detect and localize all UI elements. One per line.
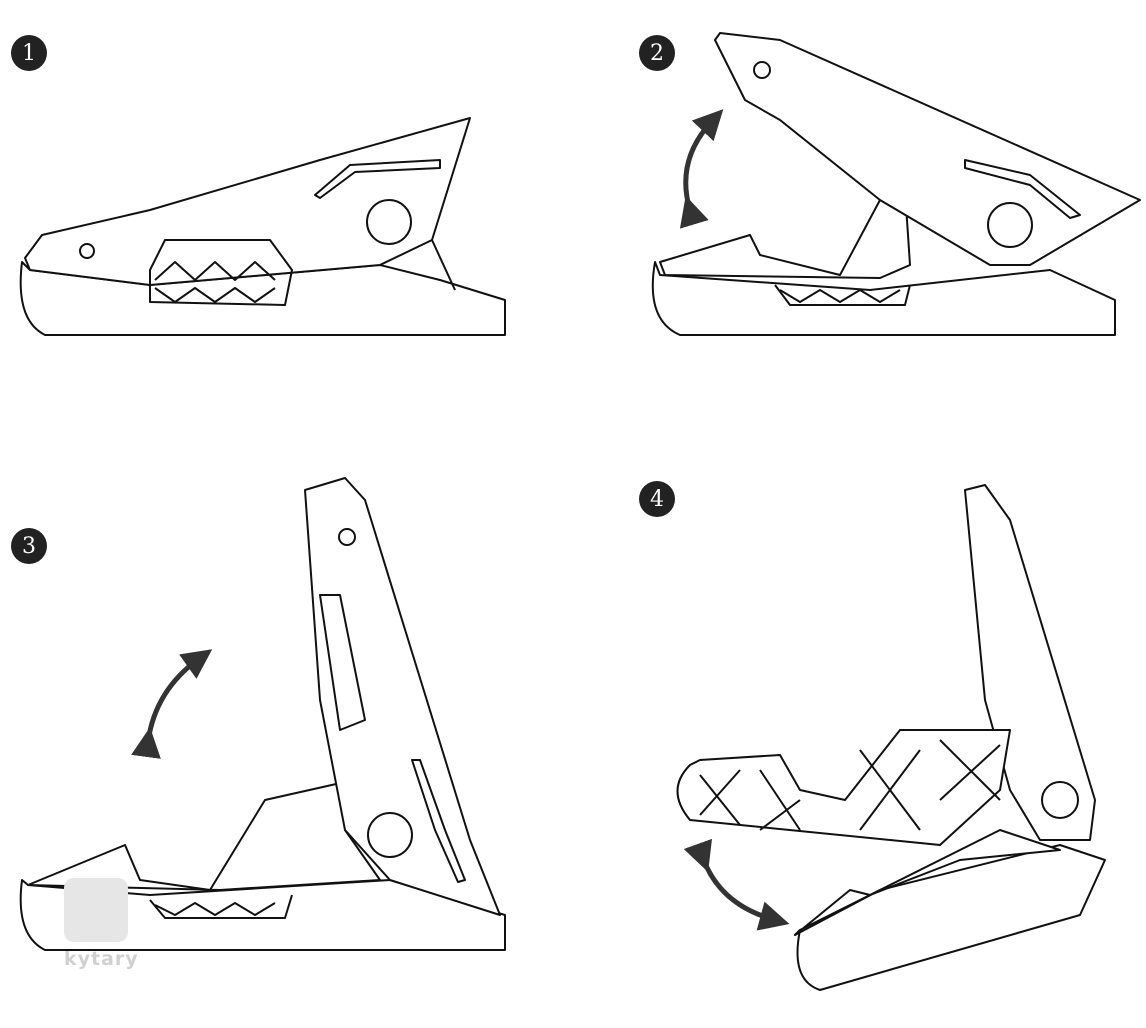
step-1-badge: 1 <box>11 35 47 71</box>
clamp-upright <box>19 477 506 951</box>
step-2-badge: 2 <box>639 35 675 71</box>
clamp-opening <box>651 32 1141 336</box>
watermark-logo <box>64 878 128 942</box>
clamp-folded <box>676 484 1106 991</box>
watermark-text: kytary <box>64 948 139 970</box>
step-3-badge: 3 <box>11 528 47 564</box>
step-4-badge: 4 <box>639 481 675 517</box>
clamp-closed <box>19 117 506 336</box>
